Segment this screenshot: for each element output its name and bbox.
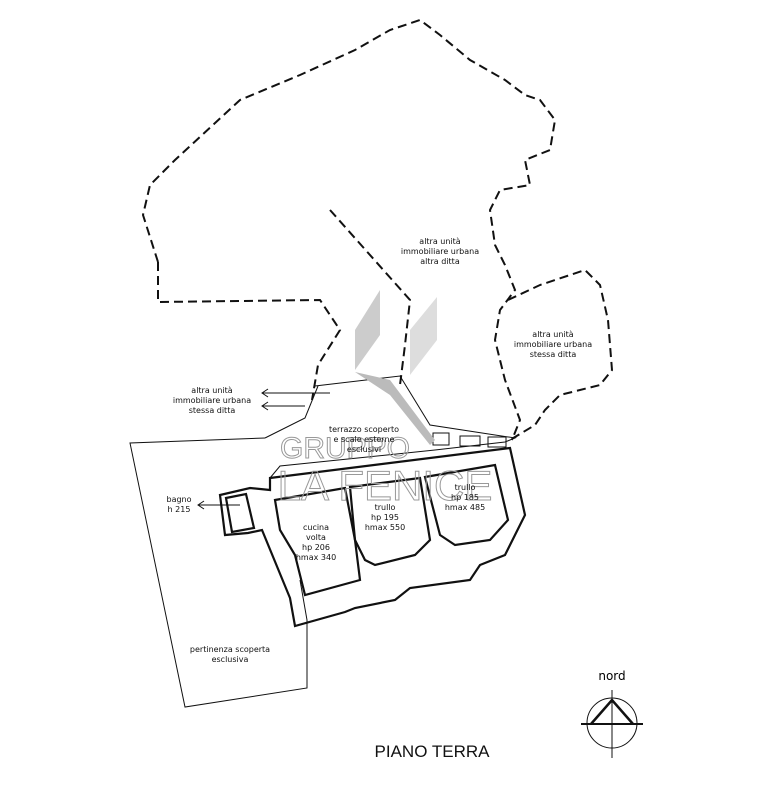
svg-text:h 215: h 215 [168, 505, 191, 514]
svg-text:hp 195: hp 195 [371, 513, 399, 522]
svg-text:cucina: cucina [303, 523, 329, 532]
kitchen-wall [273, 486, 362, 597]
svg-text:altra unità: altra unità [419, 237, 460, 246]
svg-text:hmax 550: hmax 550 [365, 523, 405, 532]
watermark-line1: GRUPPO [280, 432, 410, 465]
arrows [197, 388, 330, 510]
plan-title: PIANO TERRA [375, 742, 491, 761]
label-trullo-1: trullo hp 195 hmax 550 [365, 503, 405, 532]
svg-text:immobiliare urbana: immobiliare urbana [401, 247, 479, 256]
label-trullo-2: trullo hp 185 hmax 485 [445, 483, 485, 512]
yard-outline [129, 437, 308, 708]
other-unit-left-boundary [264, 385, 319, 439]
svg-text:esclusiva: esclusiva [212, 655, 249, 664]
label-other-unit-right: altra unità immobiliare urbana stessa di… [514, 330, 592, 359]
other-unit-right-boundary [507, 268, 614, 441]
svg-text:hp 185: hp 185 [451, 493, 479, 502]
svg-text:trullo: trullo [375, 503, 396, 512]
bathroom-wall [224, 492, 256, 534]
label-terrace: terrazzo scoperto e scale esterne esclus… [329, 425, 399, 454]
north-arrow-icon: nord [581, 669, 643, 758]
trullo-1-wall [348, 476, 432, 567]
svg-text:hmax 485: hmax 485 [445, 503, 485, 512]
svg-text:volta: volta [306, 533, 326, 542]
svg-text:hmax 340: hmax 340 [296, 553, 336, 562]
label-bathroom: bagno h 215 [166, 495, 191, 514]
other-unit-top-left-boundary [157, 262, 342, 401]
building-outer-wall [218, 446, 527, 628]
svg-text:altra ditta: altra ditta [420, 257, 460, 266]
svg-text:altra unità: altra unità [191, 386, 232, 395]
svg-text:altra unità: altra unità [532, 330, 573, 339]
other-unit-top-diagonal [329, 209, 412, 386]
svg-text:pertinenza scoperta: pertinenza scoperta [190, 645, 270, 654]
svg-text:bagno: bagno [166, 495, 191, 504]
terrace-outline [269, 375, 517, 479]
svg-text:terrazzo scoperto: terrazzo scoperto [329, 425, 399, 434]
label-kitchen: cucina volta hp 206 hmax 340 [296, 523, 336, 562]
trullo-2-wall [423, 463, 510, 547]
svg-text:esclusivi: esclusivi [347, 445, 381, 454]
svg-text:immobiliare urbana: immobiliare urbana [173, 396, 251, 405]
watermark-line2: LA FENICE [278, 462, 493, 509]
svg-text:e scale esterne: e scale esterne [334, 435, 395, 444]
other-unit-top-boundary [141, 18, 557, 441]
label-yard: pertinenza scoperta esclusiva [190, 645, 270, 664]
svg-text:trullo: trullo [455, 483, 476, 492]
label-other-unit-top: altra unità immobiliare urbana altra dit… [401, 237, 479, 266]
svg-text:stessa ditta: stessa ditta [530, 350, 577, 359]
svg-text:immobiliare urbana: immobiliare urbana [514, 340, 592, 349]
watermark-logo [355, 290, 437, 445]
svg-text:hp 206: hp 206 [302, 543, 330, 552]
svg-text:stessa ditta: stessa ditta [189, 406, 236, 415]
north-label: nord [598, 669, 625, 683]
label-other-unit-left: altra unità immobiliare urbana stessa di… [173, 386, 251, 415]
